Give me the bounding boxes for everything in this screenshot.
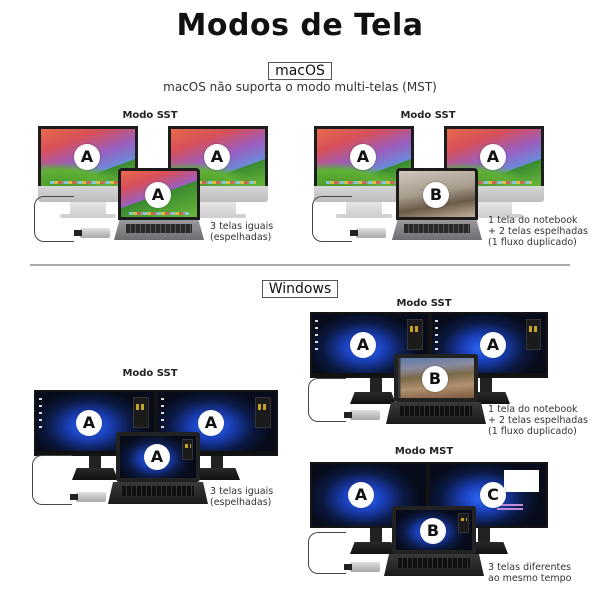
usb-adapter	[344, 562, 380, 572]
monitor-left: A	[310, 312, 430, 404]
screen-badge: A	[350, 332, 376, 358]
usb-adapter	[350, 228, 386, 238]
macbook: A	[114, 168, 204, 248]
screen-badge: A	[76, 410, 102, 436]
laptop: A	[108, 432, 208, 512]
macos-label: macOS	[268, 62, 332, 80]
page-title: Modos de Tela	[176, 8, 424, 43]
windows-panel3-caption: 3 telas diferentes ao mesmo tempo	[488, 562, 572, 584]
macos-note: macOS não suporta o modo multi-telas (MS…	[163, 80, 437, 94]
screen-badge: B	[422, 366, 448, 392]
windows-panel3-mode-label: Modo MST	[394, 446, 454, 457]
macbook: B	[392, 168, 482, 248]
macos-panel1-mode-label: Modo SST	[122, 110, 178, 121]
laptop: B	[386, 354, 486, 432]
imac-left: A	[38, 126, 138, 218]
screen-badge: C	[480, 482, 506, 508]
screen-badge: A	[74, 144, 100, 170]
screen-badge: A	[350, 144, 376, 170]
screen-badge: A	[204, 144, 230, 170]
screen-badge: A	[348, 482, 374, 508]
usb-adapter	[344, 410, 380, 420]
windows-label: Windows	[261, 280, 339, 298]
macos-panel2-mode-label: Modo SST	[400, 110, 456, 121]
imac-left: A	[314, 126, 414, 218]
section-divider	[30, 264, 570, 266]
laptop: B	[384, 506, 484, 584]
windows-panel2-mode-label: Modo SST	[396, 298, 452, 309]
macos-panel2-caption: 1 tela do notebook + 2 telas espelhadas …	[488, 215, 588, 248]
usb-adapter	[70, 492, 106, 502]
windows-panel2-caption: 1 tela do notebook + 2 telas espelhadas …	[488, 404, 588, 437]
imac-right: A	[444, 126, 544, 218]
usb-adapter	[74, 228, 110, 238]
screen-badge: B	[423, 182, 449, 208]
screen-badge: A	[480, 332, 506, 358]
windows-section-header: Windows	[0, 278, 600, 298]
macos-section-header: macOS	[0, 60, 600, 80]
screen-badge: A	[480, 144, 506, 170]
screen-badge: A	[198, 410, 224, 436]
screen-badge: A	[144, 444, 170, 470]
screen-badge: B	[420, 518, 446, 544]
windows-panel1-caption: 3 telas iguais (espelhadas)	[210, 486, 274, 508]
macos-panel1-caption: 3 telas iguais (espelhadas)	[210, 221, 274, 243]
screen-badge: A	[145, 182, 171, 208]
windows-panel1-mode-label: Modo SST	[122, 368, 178, 379]
